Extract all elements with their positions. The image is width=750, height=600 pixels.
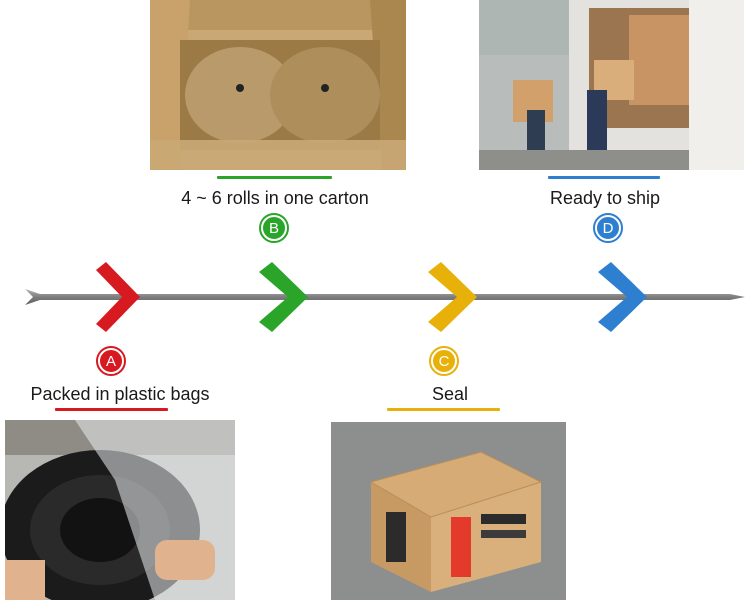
step-c-label: Seal <box>431 384 469 404</box>
step-c-badge: C <box>429 346 459 376</box>
step-d-label: Ready to ship <box>549 188 661 208</box>
photo-loading-truck <box>479 0 744 170</box>
chevron-b-icon <box>259 262 308 332</box>
step-b-label: 4 ~ 6 rolls in one carton <box>181 188 369 208</box>
step-c-underline <box>387 408 500 411</box>
timeline-bar <box>25 289 745 305</box>
chevron-d-icon <box>598 262 647 332</box>
step-d-underline <box>548 176 660 179</box>
photo-plastic-bag <box>5 420 235 600</box>
step-a-label: Packed in plastic bags <box>30 384 210 404</box>
step-b-underline <box>217 176 332 179</box>
step-d-badge: D <box>593 213 623 243</box>
photo-sealed-box <box>331 422 566 600</box>
step-a-underline <box>55 408 168 411</box>
chevron-c-icon <box>428 262 477 332</box>
step-b-badge: B <box>259 213 289 243</box>
photo-carton-rolls <box>150 0 406 170</box>
chevron-a-icon <box>96 262 140 332</box>
step-a-badge: A <box>96 346 126 376</box>
